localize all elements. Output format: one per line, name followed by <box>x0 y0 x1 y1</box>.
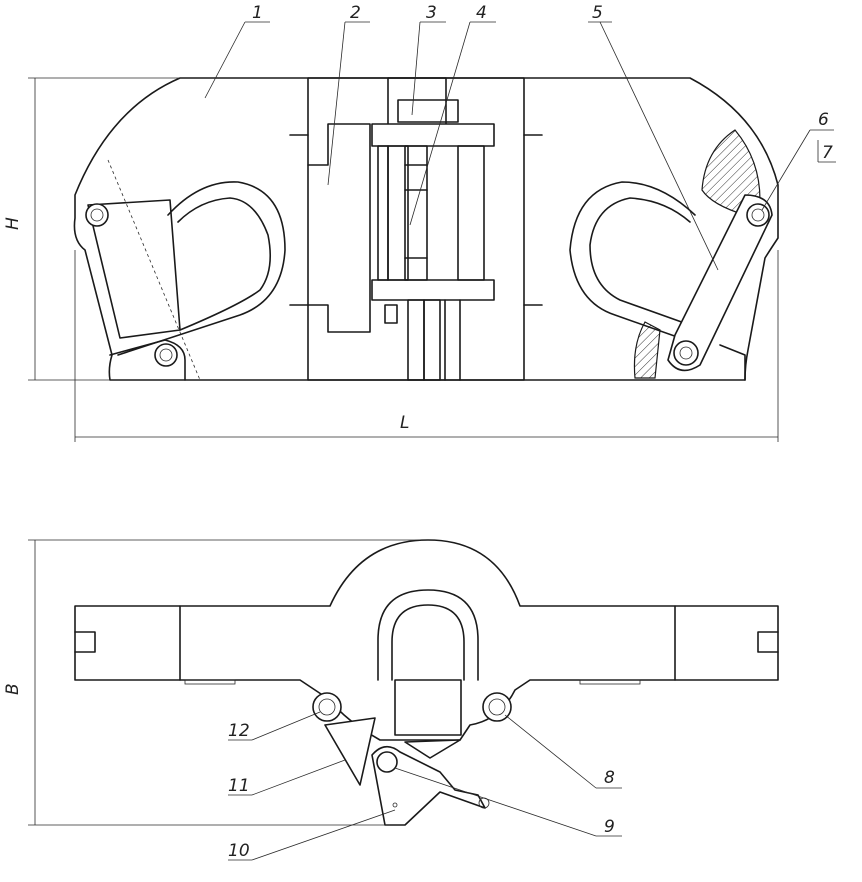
central-loop <box>377 589 479 681</box>
latch-11 <box>324 717 376 786</box>
central-assembly <box>289 77 543 381</box>
callout-2: 2 <box>350 3 361 23</box>
leaders-top <box>204 21 836 271</box>
front-view <box>28 21 836 442</box>
right-link <box>667 194 773 372</box>
pin-9 <box>376 751 398 773</box>
callout-8: 8 <box>604 768 615 788</box>
dimensions-top <box>28 77 779 442</box>
leaders-bottom <box>228 711 622 861</box>
pin-bottom-left <box>154 343 178 367</box>
pin-bottom-right <box>673 340 699 366</box>
callout-11: 11 <box>228 776 250 796</box>
callout-4: 4 <box>476 3 487 23</box>
callout-5: 5 <box>592 3 603 23</box>
dim-label-width: B <box>3 683 23 695</box>
section-hatch-bottom <box>633 321 661 379</box>
callout-10: 10 <box>228 841 250 861</box>
callout-7: 7 <box>822 143 833 163</box>
dim-label-height: H <box>3 217 23 230</box>
section-hatch-top <box>701 129 761 216</box>
latch-10 <box>371 745 486 826</box>
callout-12: 12 <box>228 721 250 741</box>
dim-label-length: L <box>400 413 409 433</box>
pin-top-left <box>85 203 109 227</box>
dimension-b <box>28 539 420 826</box>
left-link <box>87 199 181 339</box>
left-hook <box>117 181 286 356</box>
plan-view <box>28 539 779 861</box>
pin-8 <box>482 692 512 722</box>
callout-3: 3 <box>426 3 437 23</box>
callout-9: 9 <box>604 817 615 837</box>
hidden-line <box>107 159 201 381</box>
pin-top-right <box>746 203 770 227</box>
callout-6: 6 <box>818 110 829 130</box>
labels: H L B 1 2 3 4 5 6 7 8 9 10 11 12 <box>3 3 833 861</box>
right-hook <box>569 181 701 346</box>
callout-1: 1 <box>252 3 263 23</box>
pin-12 <box>312 692 342 722</box>
